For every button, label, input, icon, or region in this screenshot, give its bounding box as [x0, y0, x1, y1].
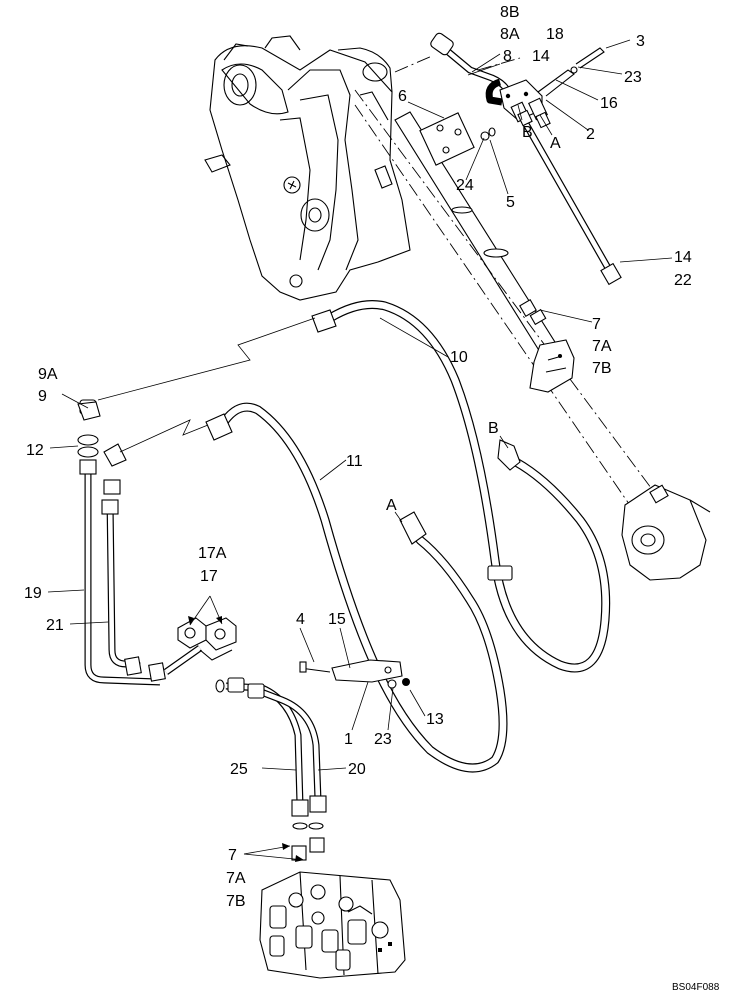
clamp-15 [299, 659, 410, 689]
callout-23-lower: 23 [374, 731, 392, 748]
callout-14: 14 [532, 48, 550, 65]
callout-5: 5 [506, 194, 515, 211]
callout-7b-top: 7B [592, 360, 612, 377]
manifold-block-2 [499, 47, 605, 129]
callout-a-top: A [550, 135, 561, 152]
hose-10 [311, 300, 611, 673]
hose-11 [205, 402, 508, 773]
callout-labels: 8B 8A 18 8 14 3 23 16 6 B A 2 24 5 14 22… [24, 4, 692, 910]
loader-arm-frame [204, 35, 411, 301]
callout-7a-top: 7A [592, 338, 612, 355]
callout-7-bottom: 7 [228, 847, 237, 864]
center-lines [354, 55, 661, 521]
leader-lines [47, 39, 673, 862]
callout-24: 24 [456, 177, 474, 194]
callout-17a: 17A [198, 545, 227, 562]
tube-19-21 [77, 399, 166, 686]
callout-11: 11 [346, 453, 363, 470]
tee-fitting-17 [163, 617, 237, 675]
callout-21: 21 [46, 617, 64, 634]
callout-12: 12 [26, 442, 44, 459]
callout-7a-bottom: 7A [226, 870, 246, 887]
callout-8a: 8A [500, 26, 520, 43]
cylinder-assembly [394, 111, 575, 393]
callout-23: 23 [624, 69, 642, 86]
callout-14-lower: 14 [674, 249, 692, 266]
callout-22: 22 [674, 272, 692, 289]
callout-b-top: B [522, 124, 533, 141]
callout-4: 4 [296, 611, 305, 628]
callout-6: 6 [398, 88, 407, 105]
callout-3: 3 [636, 33, 645, 50]
callout-b-mid: B [488, 420, 499, 437]
drawing-reference-code: BS04F088 [672, 982, 720, 993]
callout-7-top: 7 [592, 316, 601, 333]
callout-19: 19 [24, 585, 42, 602]
cylinder-end-pivot [621, 484, 711, 581]
hose-clamp [487, 565, 513, 581]
bracket-6 [419, 112, 475, 166]
callout-1: 1 [344, 731, 353, 748]
callout-20: 20 [348, 761, 366, 778]
callout-a-mid: A [386, 497, 397, 514]
callout-7b-bottom: 7B [226, 893, 246, 910]
callout-17: 17 [200, 568, 218, 585]
tube-25-20 [215, 677, 327, 861]
callout-10: 10 [450, 349, 468, 366]
callout-8: 8 [503, 48, 512, 65]
callout-16: 16 [600, 95, 618, 112]
callout-15: 15 [328, 611, 346, 628]
cylinder-block [529, 339, 575, 393]
callout-18: 18 [546, 26, 564, 43]
callout-9a: 9A [38, 366, 58, 383]
callout-25: 25 [230, 761, 248, 778]
callout-13: 13 [426, 711, 444, 728]
callout-8b: 8B [500, 4, 520, 21]
callout-2: 2 [586, 126, 595, 143]
control-valve [259, 871, 406, 979]
callout-9: 9 [38, 388, 47, 405]
